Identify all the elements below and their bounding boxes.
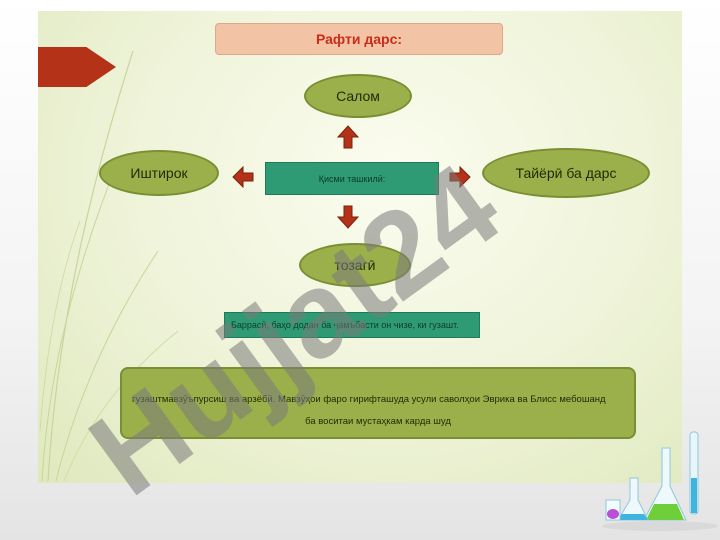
node-tozagi: тозагӣ <box>299 243 411 287</box>
node-tozagi-label: тозагӣ <box>334 257 376 273</box>
review-text: Баррасӣ, баҳо додан ба ҷамъбасти он чизе… <box>231 320 459 330</box>
lab-flasks-icon <box>602 431 718 531</box>
arrow-down-icon <box>337 205 359 229</box>
arrow-right-icon <box>449 166 471 188</box>
center-box-label: Қисми ташкилӣ: <box>318 173 386 184</box>
arrow-up-icon <box>337 125 359 149</box>
center-box: Қисми ташкилӣ: <box>265 162 439 195</box>
arrow-left-icon <box>232 166 254 188</box>
node-tayyori-label: Тайёрӣ ба дарс <box>515 165 617 181</box>
node-ishtirok-label: Иштирок <box>130 165 188 181</box>
node-ishtirok: Иштирок <box>99 150 219 196</box>
summary-line-1: гузаштмавзӯъпурсиш ва арзёбӣ. Мавзӯҳои ф… <box>132 394 606 405</box>
node-salom: Салом <box>304 74 412 118</box>
node-tayyori: Тайёрӣ ба дарс <box>482 148 650 198</box>
slide: Рафти дарс: Салом Иштирок Тайёрӣ ба дарс… <box>38 11 682 483</box>
summary-line-2: ба воситаи мустаҳкам карда шуд <box>305 416 451 427</box>
title-text: Рафти дарс: <box>315 31 403 47</box>
node-salom-label: Салом <box>336 88 380 104</box>
summary-box: гузаштмавзӯъпурсиш ва арзёбӣ. Мавзӯҳои ф… <box>120 367 636 439</box>
decorative-lines <box>39 50 179 482</box>
review-text-box: Баррасӣ, баҳо додан ба ҷамъбасти он чизе… <box>224 312 480 338</box>
title-box: Рафти дарс: <box>215 23 503 55</box>
